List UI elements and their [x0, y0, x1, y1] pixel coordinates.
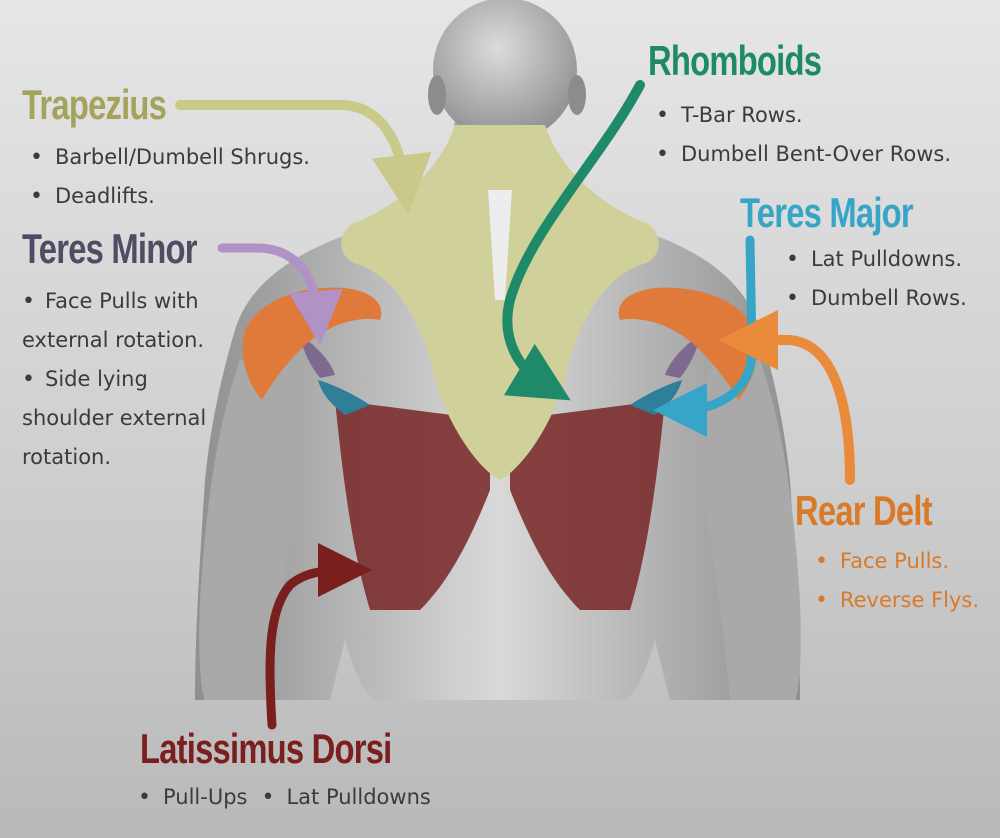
trapezius-arrow — [175, 100, 432, 215]
right-arm — [698, 360, 801, 700]
rhomboids-exercise-list: T-Bar Rows.Dumbell Bent-Over Rows. — [656, 96, 951, 174]
rear-delt-arrow — [718, 310, 855, 485]
latissimus-dorsi-right — [510, 400, 665, 610]
exercise-item: Barbell/Dumbell Shrugs. — [30, 138, 310, 177]
teres-minor-right — [665, 335, 700, 378]
exercise-item: Dumbell Bent-Over Rows. — [656, 135, 951, 174]
teres-minor-label: Teres Minor — [22, 225, 197, 272]
exercise-item: Side lying shoulder external rotation. — [22, 360, 232, 477]
upper-spine — [488, 190, 512, 300]
rear-delt-label: Rear Delt — [795, 487, 933, 534]
exercise-item: Lat Pulldowns. — [786, 240, 967, 279]
teres-major-left — [318, 380, 370, 415]
teres-minor-left — [300, 335, 335, 378]
ear-right — [568, 75, 586, 115]
rear-delt-left — [242, 287, 382, 400]
rear-delt-exercise-list: Face Pulls.Reverse Flys. — [815, 542, 979, 620]
exercise-item: Dumbell Rows. — [786, 279, 967, 318]
teres-minor-exercise-list: Face Pulls with external rotation.Side l… — [22, 282, 232, 477]
teres-minor-arrow — [217, 243, 343, 345]
head — [433, 0, 577, 142]
latissimus-dorsi-arrow — [265, 543, 372, 730]
latissimus-dorsi-left — [335, 400, 490, 610]
exercise-item: Lat Pulldowns — [261, 778, 430, 817]
exercise-item: Pull-Ups — [138, 778, 248, 817]
ear-left — [428, 75, 446, 115]
teres-major-label: Teres Major — [740, 189, 914, 236]
exercise-item: T-Bar Rows. — [656, 96, 951, 135]
rhomboids-arrow — [502, 80, 645, 401]
latissimus-dorsi-exercise-list: Pull-Ups Lat Pulldowns — [138, 778, 445, 817]
exercise-item: Deadlifts. — [30, 177, 310, 216]
exercise-item: Face Pulls. — [815, 542, 979, 581]
exercise-item: Face Pulls with external rotation. — [22, 282, 232, 360]
teres-major-exercise-list: Lat Pulldowns.Dumbell Rows. — [786, 240, 967, 318]
latissimus-dorsi-label: Latissimus Dorsi — [140, 725, 392, 772]
exercise-item: Reverse Flys. — [815, 581, 979, 620]
trapezius-label: Trapezius — [22, 81, 167, 128]
trapezius-exercise-list: Barbell/Dumbell Shrugs.Deadlifts. — [30, 138, 310, 216]
rhomboids-label: Rhomboids — [648, 37, 822, 84]
